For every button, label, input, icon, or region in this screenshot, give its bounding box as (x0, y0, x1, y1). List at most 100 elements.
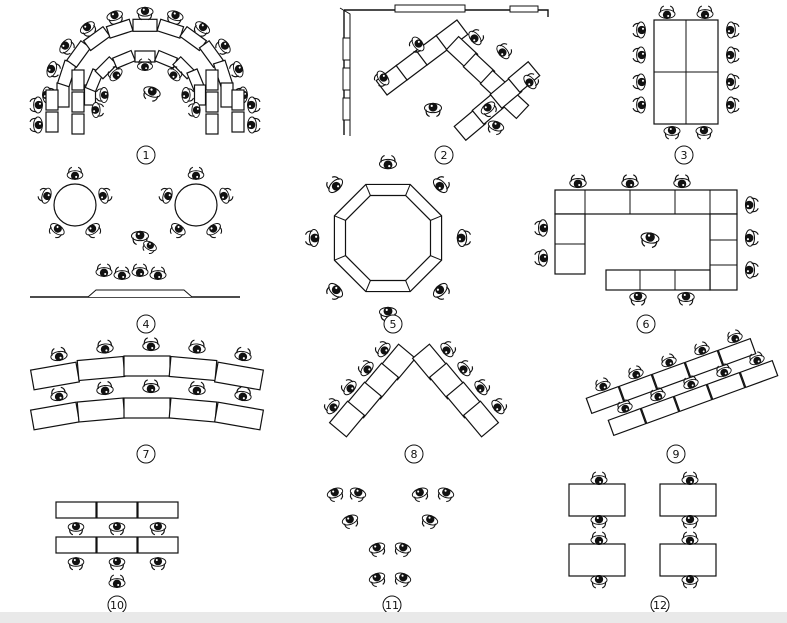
person-figure (91, 103, 103, 118)
layout-9-angled-rows: 9 (586, 328, 777, 463)
table (77, 398, 125, 422)
person-figure (96, 381, 113, 396)
person-figure (745, 197, 758, 213)
person-figure (150, 267, 166, 280)
person-figure (189, 103, 201, 118)
table (215, 362, 264, 390)
layout-number-label: 12 (653, 599, 667, 612)
person-figure (659, 6, 675, 19)
person-figure (326, 486, 345, 504)
table (707, 373, 744, 400)
person-figure (143, 338, 159, 351)
person-figure (368, 541, 387, 559)
person-figure (411, 486, 430, 504)
person-figure (181, 88, 193, 103)
table (97, 537, 137, 553)
person-figure (682, 575, 698, 588)
table (77, 357, 125, 381)
table (124, 356, 170, 376)
person-figure (50, 387, 68, 403)
person-figure (141, 84, 162, 103)
footer-bar (0, 612, 787, 623)
person-figure (745, 230, 758, 246)
person-figure (137, 7, 153, 20)
table (169, 398, 217, 422)
table (46, 112, 58, 132)
person-figure (68, 557, 84, 570)
person-figure (393, 571, 412, 589)
person-figure (489, 396, 509, 417)
person-figure (633, 97, 646, 113)
person-figure (109, 575, 125, 588)
table (674, 385, 711, 412)
layout-number-label: 2 (441, 149, 448, 162)
table (232, 90, 244, 110)
layout-number-label: 4 (143, 318, 150, 331)
layout-number-label: 6 (643, 318, 650, 331)
person-figure (535, 250, 548, 266)
table (569, 544, 625, 576)
person-figure (486, 119, 505, 137)
person-figure (140, 239, 158, 256)
table (169, 357, 217, 381)
person-figure (97, 186, 114, 205)
layout-5-octagon: 5 (306, 156, 471, 334)
layout-10-rows: 10 (56, 502, 178, 612)
person-figure (188, 167, 204, 180)
person-figure (466, 27, 486, 48)
person-figure (726, 97, 739, 113)
person-figure (46, 221, 66, 240)
layout-6-u-shape: 6 (535, 175, 758, 333)
person-figure (678, 292, 694, 305)
layout-number-label: 3 (681, 149, 688, 162)
layout-number-label: 1 (143, 149, 150, 162)
person-figure (30, 97, 43, 113)
table (641, 397, 678, 424)
table (232, 112, 244, 132)
layout-number-label: 9 (673, 448, 680, 461)
person-figure (341, 513, 360, 531)
table (124, 398, 170, 418)
person-figure (188, 381, 205, 396)
person-figure (633, 47, 646, 63)
person-figure (167, 221, 187, 240)
table (660, 544, 716, 576)
table (195, 85, 206, 105)
table (660, 484, 716, 516)
table (221, 83, 233, 107)
person-figure (591, 575, 607, 588)
person-figure (535, 220, 548, 236)
person-figure (438, 339, 458, 360)
person-figure (674, 175, 690, 188)
person-figure (425, 103, 442, 117)
person-figure (83, 221, 103, 240)
person-figure (132, 264, 148, 277)
layout-7-curved-rows: 7 (31, 338, 264, 463)
person-figure (494, 41, 514, 62)
person-figure (633, 22, 646, 38)
person-figure (745, 262, 758, 278)
person-figure (368, 571, 387, 589)
person-figure (726, 74, 739, 90)
person-figure (68, 522, 84, 535)
person-figure (150, 522, 166, 535)
person-figure (591, 472, 607, 485)
layout-4-pods: 4 (30, 167, 240, 333)
person-figure (393, 541, 412, 559)
layout-number-label: 10 (110, 599, 124, 612)
person-figure (420, 513, 439, 531)
person-figure (109, 557, 125, 570)
table (206, 70, 218, 90)
person-figure (234, 387, 252, 403)
person-figure (324, 174, 346, 196)
person-figure (247, 97, 260, 113)
person-figure (726, 22, 739, 38)
table (608, 409, 645, 436)
person-figure (664, 126, 680, 139)
person-figure (50, 347, 68, 363)
table (138, 502, 178, 518)
person-figure (682, 515, 698, 528)
layout-11-standing: 11 (326, 486, 455, 612)
